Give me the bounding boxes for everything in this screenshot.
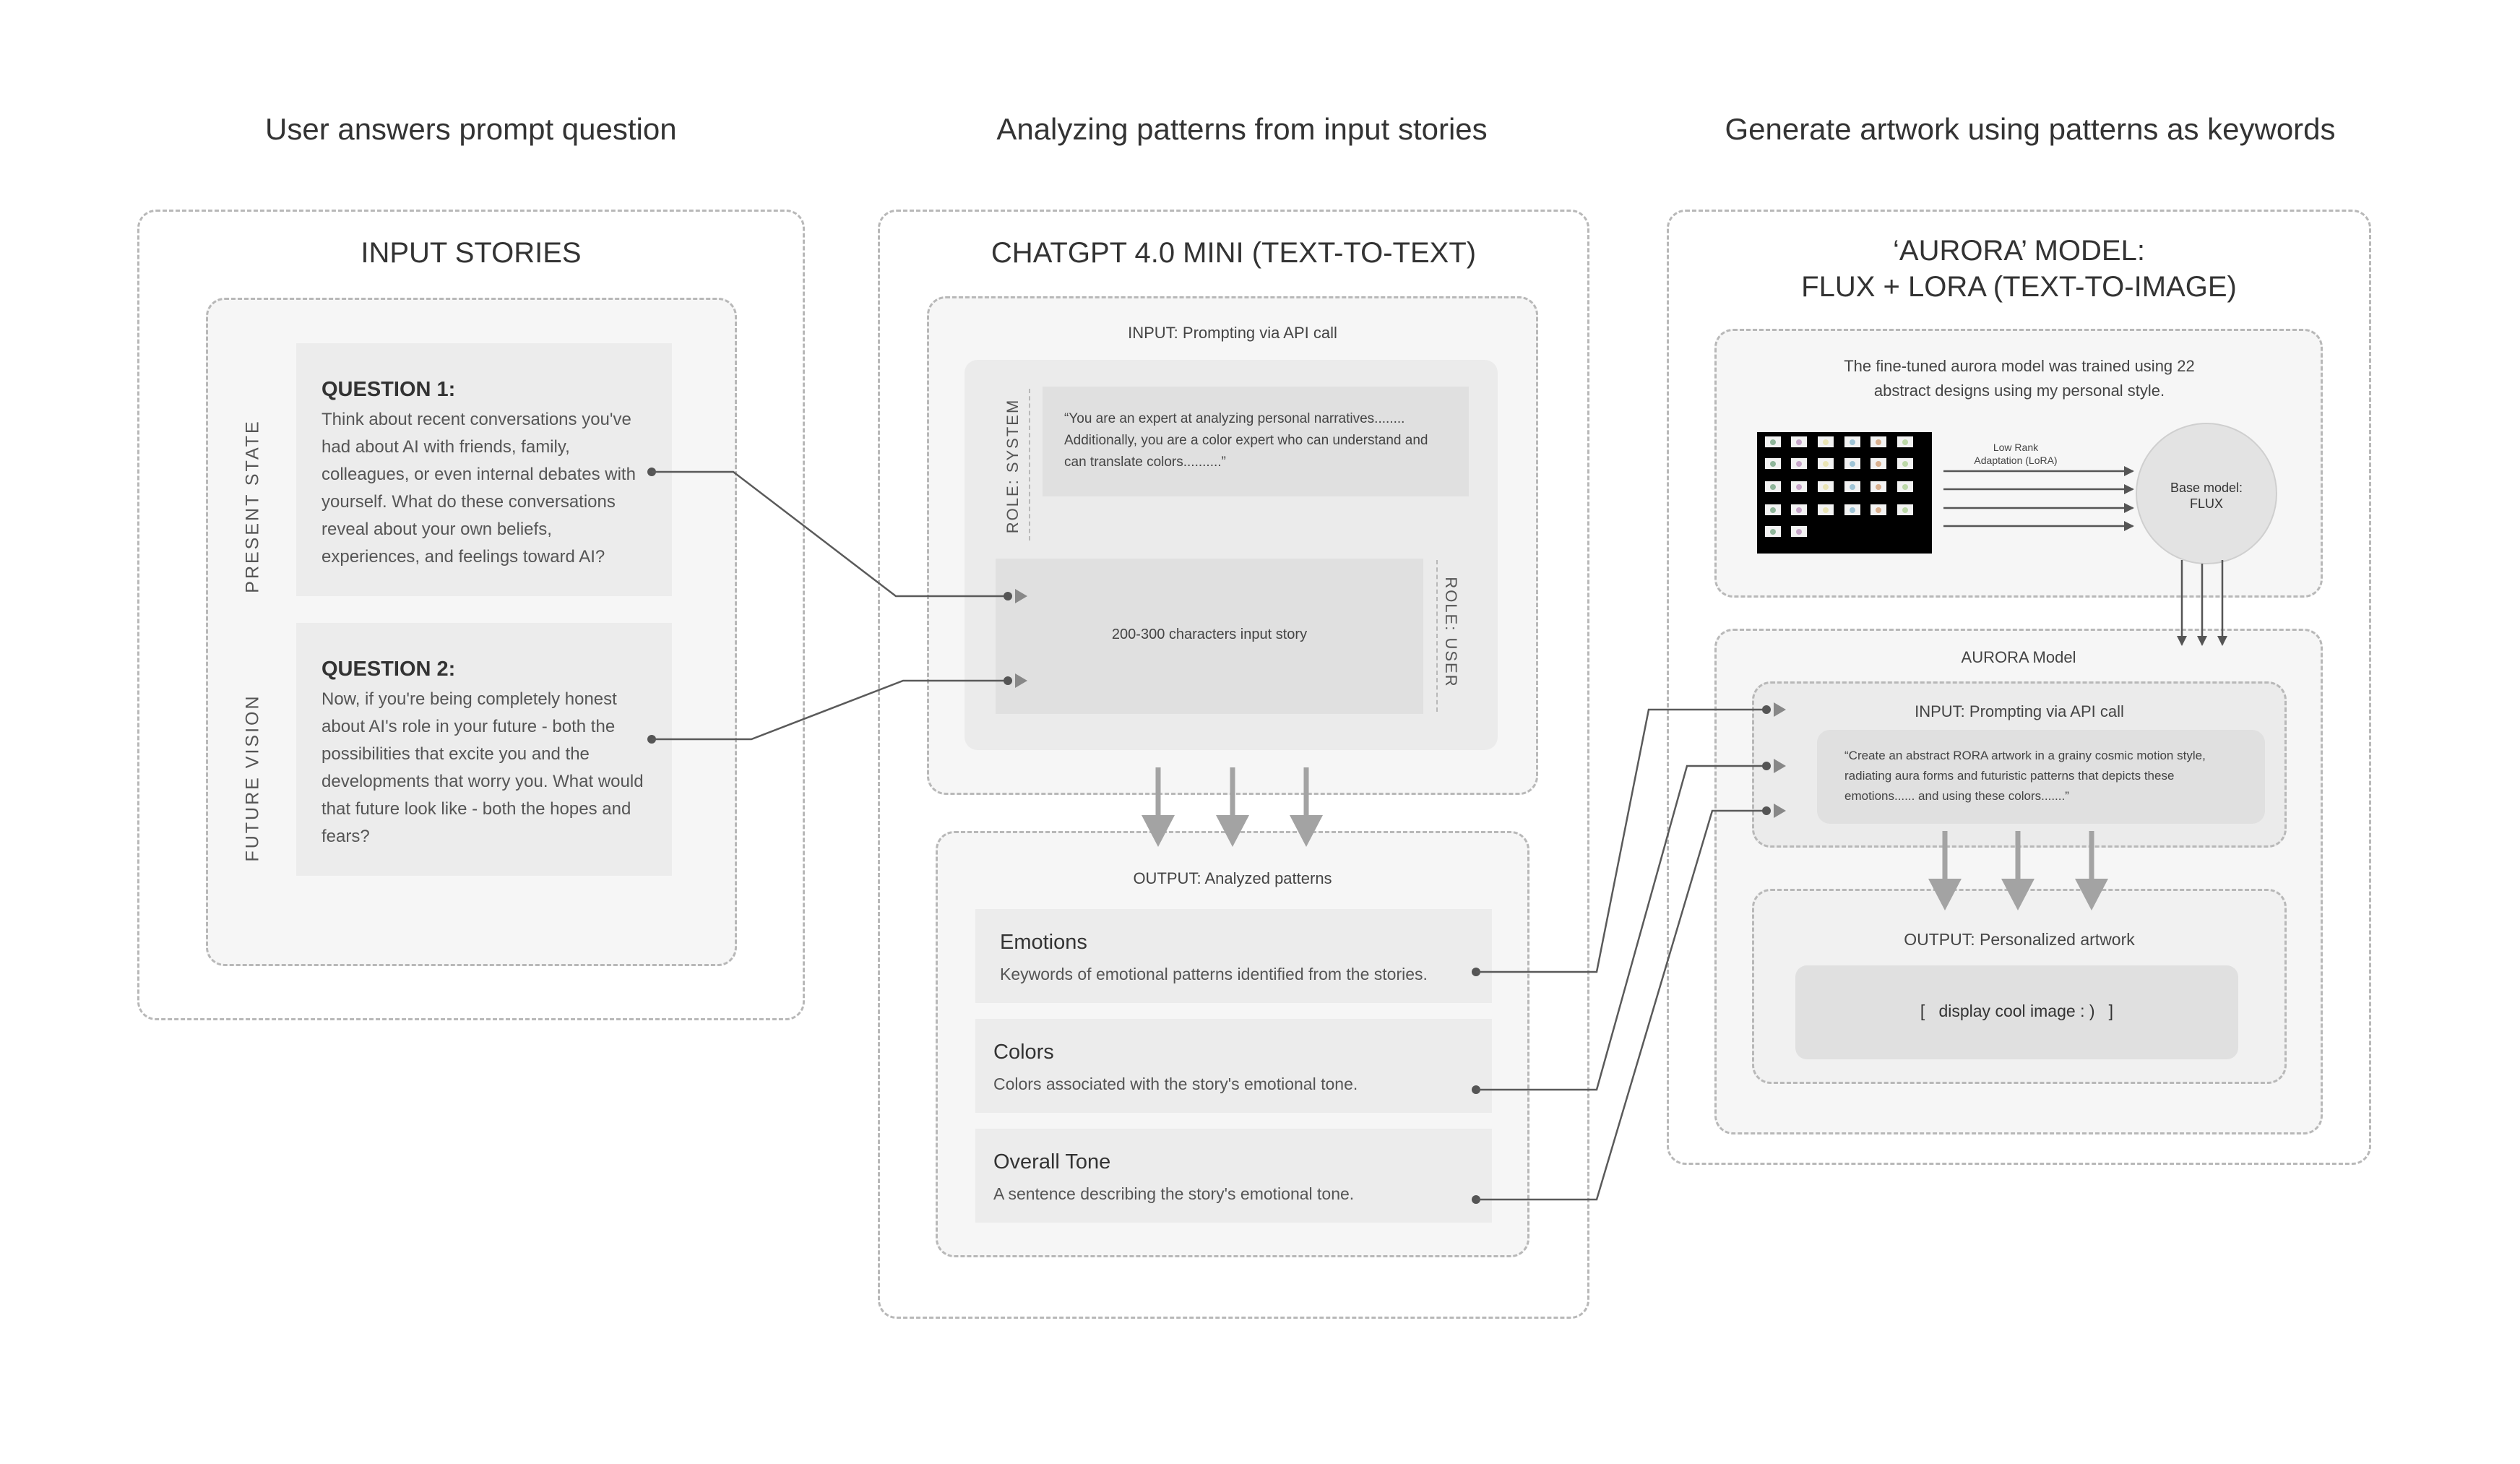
present-state-label: PRESENT STATE — [242, 419, 263, 593]
chatgpt-input-label: INPUT: Prompting via API call — [1128, 324, 1337, 342]
column-heading-analysis: Analyzing patterns from input stories — [996, 112, 1488, 146]
user-input-text: 200-300 characters input story — [1111, 626, 1308, 642]
training-thumbnail — [1844, 458, 1860, 469]
lora-label: Low Rank Adaptation (LoRA) — [1951, 441, 2081, 467]
training-thumbnail — [1844, 481, 1860, 492]
training-thumbnails — [1765, 436, 1913, 537]
training-thumbnail — [1870, 458, 1886, 469]
training-thumbnail — [1765, 504, 1781, 515]
aurora-input-label: INPUT: Prompting via API call — [1915, 702, 2124, 720]
chatgpt-output-label: OUTPUT: Analyzed patterns — [1133, 869, 1332, 887]
column-heading-generate: Generate artwork using patterns as keywo… — [1725, 112, 2336, 146]
aurora-panel — [1667, 210, 2371, 1165]
training-thumbnail — [1897, 436, 1913, 447]
role-user-label: ROLE: USER — [1442, 577, 1460, 688]
chatgpt-title: CHATGPT 4.0 MINI (TEXT-TO-TEXT) — [991, 237, 1477, 269]
training-thumbnail — [1897, 458, 1913, 469]
question-1-card: QUESTION 1: Think about recent conversat… — [296, 343, 672, 596]
artwork-placeholder-text: [ display cool image : ) ] — [1920, 1002, 2114, 1020]
training-thumbnail — [1791, 481, 1807, 492]
training-thumbnail — [1870, 504, 1886, 515]
output-emotions-card: Emotions Keywords of emotional patterns … — [975, 909, 1492, 1003]
training-thumbnail — [1791, 458, 1807, 469]
training-thumbnail — [1765, 481, 1781, 492]
output-tone-title: Overall Tone — [993, 1150, 1111, 1174]
output-colors-title: Colors — [993, 1041, 1054, 1064]
question-2-text: Now, if you're being completely honest a… — [322, 689, 644, 846]
lora-label-line1: Low Rank — [1993, 442, 2039, 453]
aurora-title-line2: FLUX + LORA (TEXT-TO-IMAGE) — [1801, 271, 2237, 303]
aurora-model-label: AURORA Model — [1961, 648, 2076, 666]
system-prompt-card: “You are an expert at analyzing personal… — [1043, 387, 1469, 496]
lora-label-line2: Adaptation (LoRA) — [1974, 455, 2058, 466]
input-stories-panel — [137, 210, 805, 1020]
aurora-title: ‘AURORA’ MODEL: FLUX + LORA (TEXT-TO-IMA… — [1667, 233, 2371, 305]
output-emotions-desc: Keywords of emotional patterns identifie… — [1000, 965, 1428, 983]
base-model-label: Base model: FLUX — [2137, 480, 2276, 512]
training-thumbnail — [1818, 504, 1834, 515]
training-image-grid — [1757, 432, 1932, 554]
training-thumbnail — [1897, 481, 1913, 492]
base-model-line1: Base model: — [2170, 481, 2243, 495]
training-thumbnail — [1844, 436, 1860, 447]
question-1-title: QUESTION 1: — [322, 378, 456, 401]
training-thumbnail — [1870, 481, 1886, 492]
user-input-card: 200-300 characters input story — [996, 559, 1423, 714]
output-colors-desc: Colors associated with the story's emoti… — [993, 1075, 1358, 1093]
training-thumbnail — [1791, 504, 1807, 515]
training-thumbnail — [1844, 504, 1860, 515]
question-2-card: QUESTION 2: Now, if you're being complet… — [296, 623, 672, 876]
role-user-divider — [1436, 560, 1438, 712]
column-heading-input: User answers prompt question — [265, 112, 677, 146]
output-emotions-title: Emotions — [1000, 931, 1087, 954]
training-thumbnail — [1765, 526, 1781, 537]
training-thumbnail — [1765, 436, 1781, 447]
training-thumbnail — [1818, 481, 1834, 492]
question-1-text: Think about recent conversations you've … — [322, 410, 636, 567]
artwork-placeholder: [ display cool image : ) ] — [1795, 965, 2238, 1059]
training-thumbnail — [1765, 458, 1781, 469]
output-tone-desc: A sentence describing the story's emotio… — [993, 1184, 1355, 1203]
aurora-output-label: OUTPUT: Personalized artwork — [1904, 930, 2135, 949]
training-thumbnail — [1897, 504, 1913, 515]
training-thumbnail — [1818, 436, 1834, 447]
aurora-title-line1: ‘AURORA’ MODEL: — [1893, 235, 2145, 267]
training-thumbnail — [1870, 436, 1886, 447]
training-thumbnail — [1791, 436, 1807, 447]
role-system-label: ROLE: SYSTEM — [1004, 398, 1022, 534]
output-tone-card: Overall Tone A sentence describing the s… — [975, 1129, 1492, 1223]
future-vision-label: FUTURE VISION — [242, 694, 263, 862]
input-stories-title: INPUT STORIES — [361, 237, 582, 269]
base-model-line2: FLUX — [2189, 496, 2223, 511]
training-thumbnail — [1818, 458, 1834, 469]
role-system-divider — [1029, 389, 1030, 541]
training-note: The fine-tuned aurora model was trained … — [1844, 357, 2195, 400]
aurora-prompt-card: “Create an abstract RORA artwork in a gr… — [1817, 730, 2265, 824]
output-colors-card: Colors Colors associated with the story'… — [975, 1019, 1492, 1113]
training-thumbnail — [1791, 526, 1807, 537]
question-2-title: QUESTION 2: — [322, 658, 456, 681]
base-model-circle: Base model: FLUX — [2136, 423, 2277, 564]
